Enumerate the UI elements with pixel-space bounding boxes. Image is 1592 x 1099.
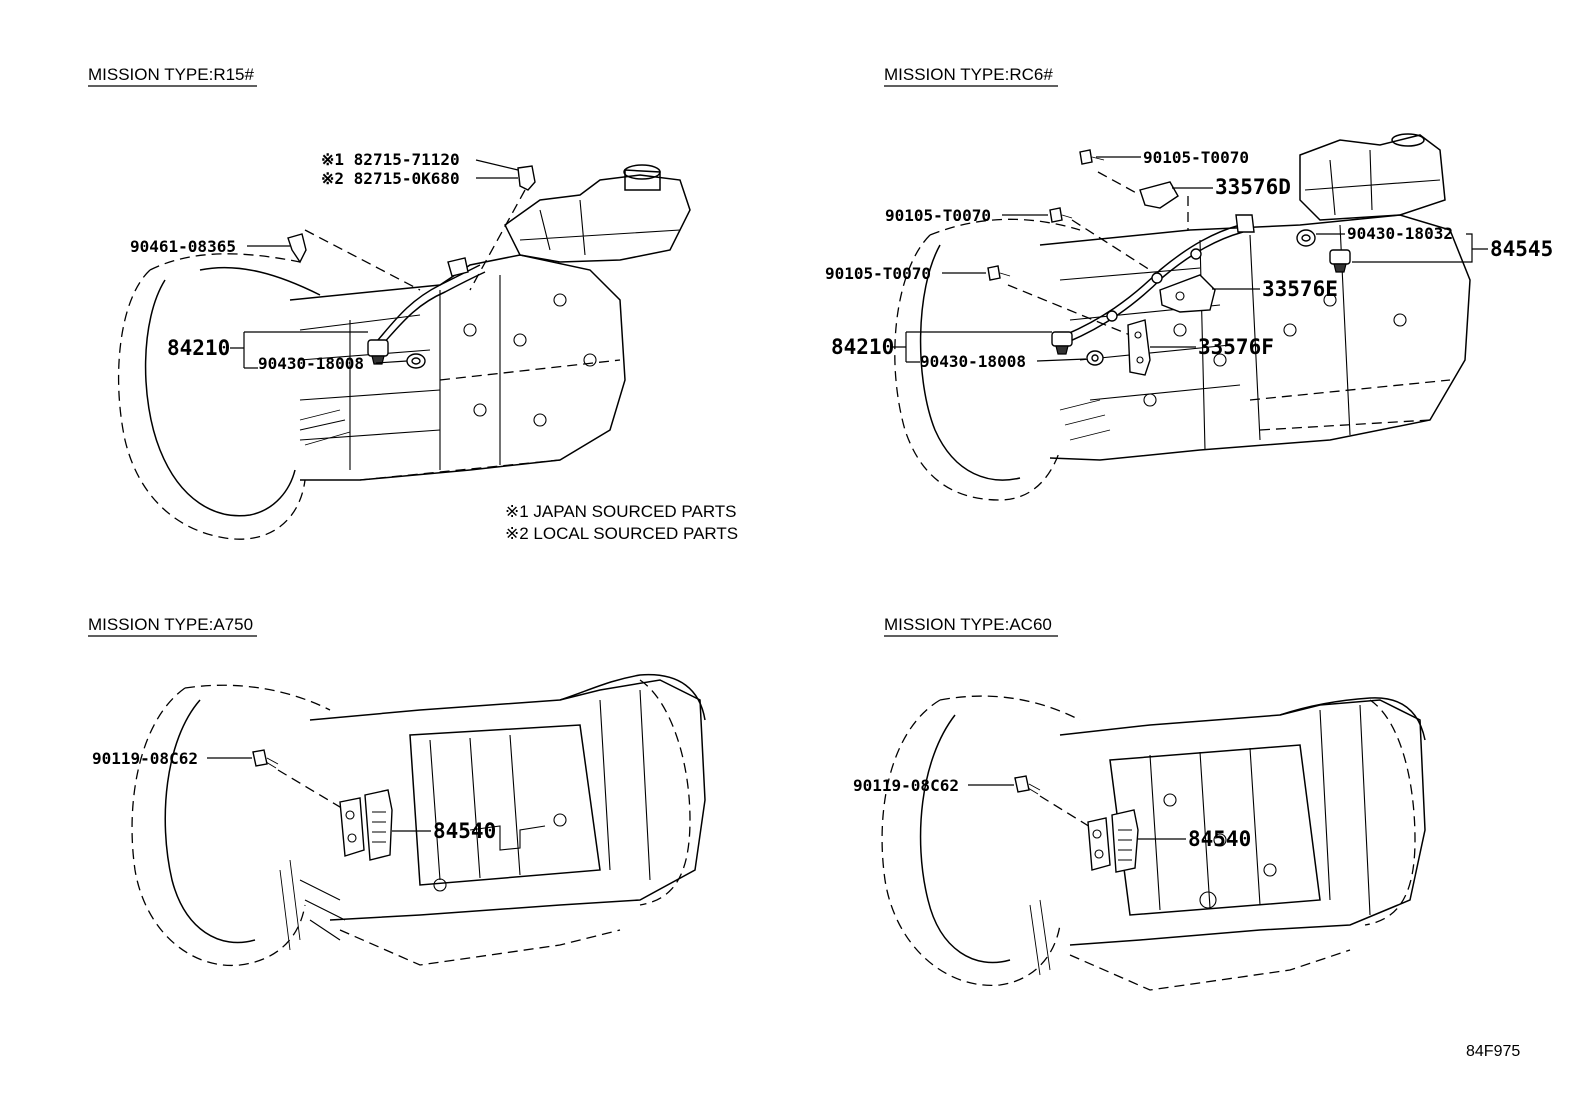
part-label-bracket-e: 33576E: [1262, 277, 1338, 301]
transmission-drawing-ac60: [881, 695, 1426, 991]
switch-84210-icon: [1051, 331, 1073, 355]
bracket-33576f-icon: [1127, 319, 1151, 376]
section-a750: MISSION TYPE:A750: [88, 615, 706, 967]
part-label-clamp: 90461-08365: [130, 237, 236, 256]
section-title-ac60: MISSION TYPE:AC60: [884, 615, 1052, 634]
note-japan-sourced: ※1 JAPAN SOURCED PARTS: [505, 502, 737, 521]
figure-code: 84F975: [1466, 1043, 1520, 1060]
part-label-gasket: 90430-18008: [258, 354, 364, 373]
transmission-drawing-r15: [118, 164, 691, 540]
switch-84540-icon: [1087, 809, 1139, 873]
switch-84210-icon: [367, 339, 389, 365]
bracket-33576d-icon: [1139, 181, 1179, 209]
part-label-switch: 84210: [167, 336, 230, 360]
leader-dashed: [277, 769, 346, 811]
bolt-90105-icon: [1079, 149, 1105, 165]
section-title-a750: MISSION TYPE:A750: [88, 615, 253, 634]
leader-dashed: [1071, 219, 1151, 271]
part-label-switch-b: 84545: [1490, 237, 1553, 261]
bolt-90105-icon: [1049, 207, 1073, 223]
bolt-90105-icon: [987, 265, 1011, 281]
switch-84545-icon: [1329, 249, 1351, 273]
part-label-bolt: 90119-08C62: [853, 776, 959, 795]
part-label-bracket-f: 33576F: [1198, 335, 1274, 359]
part-label-gasket-b: 90430-18032: [1347, 224, 1453, 243]
part-label-sensor-local: ※2 82715-0K680: [321, 169, 460, 188]
switch-84540-icon: [339, 789, 393, 861]
part-label-sensor-jp: ※1 82715-71120: [321, 150, 460, 169]
leader-dashed: [304, 229, 421, 291]
transmission-drawing-rc6: [894, 133, 1471, 501]
leader-dashed: [1007, 284, 1131, 336]
part-label-bolt-b: 90105-T0070: [885, 206, 991, 225]
sensor-82715-icon: [517, 165, 536, 191]
bolt-90119-icon: [252, 749, 279, 769]
gasket-90430-icon: [1296, 229, 1316, 247]
gasket-90430-icon: [1086, 350, 1104, 366]
transmission-drawing-a750: [131, 673, 706, 967]
part-label-bolt-c: 90105-T0070: [825, 264, 931, 283]
leader-dashed: [1097, 171, 1141, 196]
part-label-bolt-a: 90105-T0070: [1143, 148, 1249, 167]
part-label-switch: 84540: [433, 819, 496, 843]
part-label-switch: 84210: [831, 335, 894, 359]
clamp-90461-icon: [287, 233, 307, 264]
part-label-bolt: 90119-08C62: [92, 749, 198, 768]
part-label-bracket-d: 33576D: [1215, 175, 1291, 199]
section-title-r15: MISSION TYPE:R15#: [88, 65, 255, 84]
bracket-33576e-icon: [1159, 274, 1216, 313]
section-title-rc6: MISSION TYPE:RC6#: [884, 65, 1053, 84]
leader-dashed: [469, 189, 526, 291]
note-local-sourced: ※2 LOCAL SOURCED PARTS: [505, 524, 738, 543]
section-rc6: MISSION TYPE:RC6#: [825, 65, 1553, 501]
leader-dashed: [1039, 795, 1096, 831]
bolt-90119-icon: [1014, 775, 1041, 795]
section-r15: MISSION TYPE:R15#: [88, 65, 738, 543]
part-label-switch: 84540: [1188, 827, 1251, 851]
gasket-90430-icon: [406, 353, 426, 369]
part-label-gasket: 90430-18008: [920, 352, 1026, 371]
section-ac60: MISSION TYPE:AC60: [853, 615, 1426, 991]
